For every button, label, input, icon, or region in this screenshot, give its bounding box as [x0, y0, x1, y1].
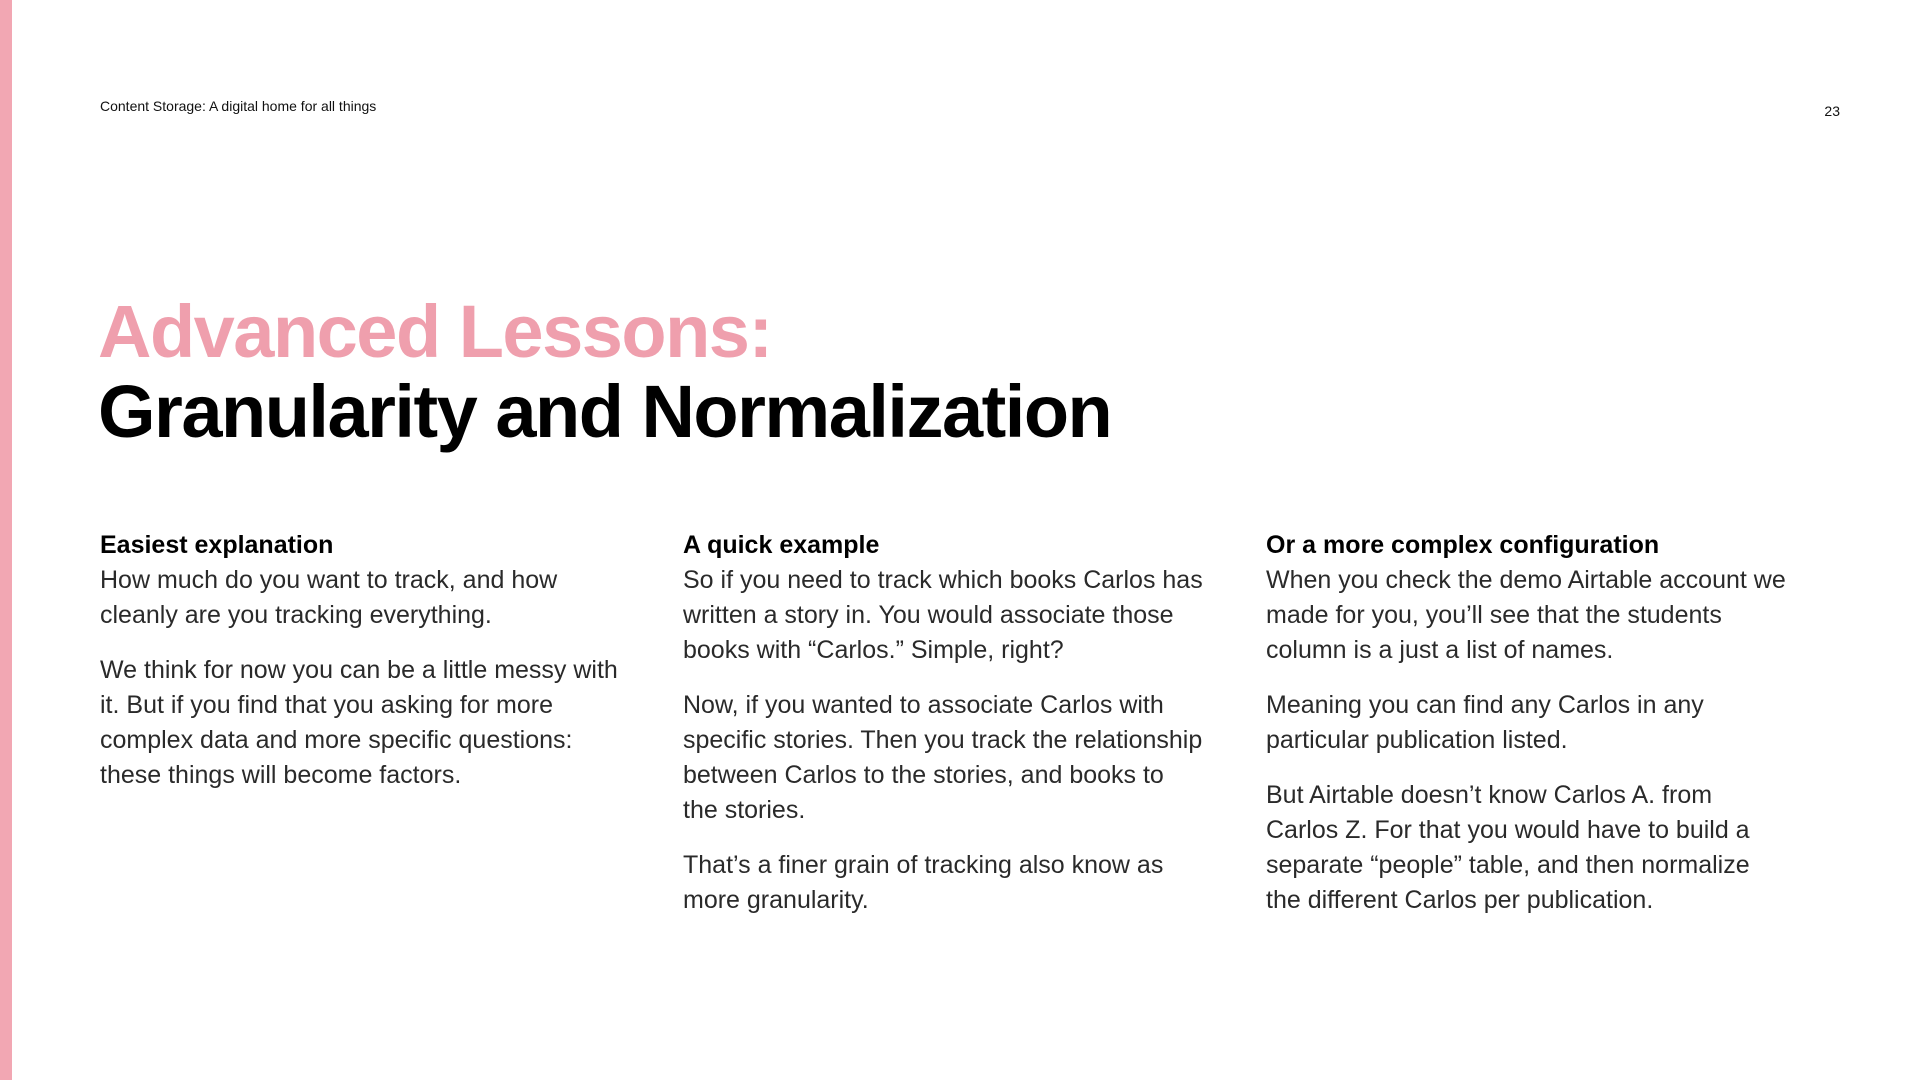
column-paragraph: We think for now you can be a little mes…: [100, 656, 618, 789]
column-paragraph: Now, if you wanted to associate Carlos w…: [683, 691, 1203, 824]
accent-bar: [0, 0, 12, 1080]
title-line-1: Advanced Lessons:: [98, 290, 773, 373]
column-heading: A quick example: [683, 531, 880, 559]
column-paragraph: How much do you want to track, and how c…: [100, 566, 558, 629]
column-heading: Or a more complex configuration: [1266, 531, 1660, 559]
column-paragraph: But Airtable doesn’t know Carlos A. from…: [1266, 781, 1750, 914]
column-quick-example: A quick example So if you need to track …: [683, 528, 1203, 938]
column-paragraph: So if you need to track which books Carl…: [683, 566, 1203, 664]
page-title: Advanced Lessons: Granularity and Normal…: [98, 292, 1498, 452]
title-line-2: Granularity and Normalization: [98, 370, 1113, 453]
content-columns: Easiest explanation How much do you want…: [100, 528, 1820, 948]
column-heading: Easiest explanation: [100, 531, 334, 559]
page-number: 23: [1824, 103, 1840, 119]
running-header: Content Storage: A digital home for all …: [100, 98, 377, 114]
column-complex-configuration: Or a more complex configuration When you…: [1266, 528, 1786, 938]
column-easiest-explanation: Easiest explanation How much do you want…: [100, 528, 620, 813]
column-paragraph: That’s a finer grain of tracking also kn…: [683, 851, 1164, 914]
column-paragraph: Meaning you can find any Carlos in any p…: [1266, 691, 1704, 754]
column-paragraph: When you check the demo Airtable account…: [1266, 566, 1786, 664]
